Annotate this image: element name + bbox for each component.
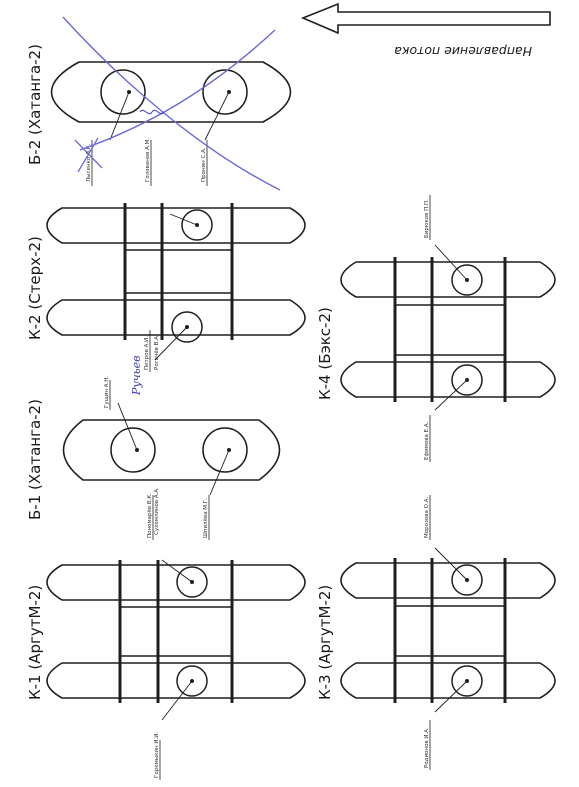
boat-b1-signature: Ручьев [130,355,143,396]
boat-b2-seat-1 [100,69,146,115]
boat-b1-crew-2: Пономарёв В.К. [147,493,153,538]
boat-k2-seat-2 [171,311,203,343]
boat-k1-label: К-1 (АргутМ-2) [26,585,44,700]
boat-k1-seat-2 [176,665,208,697]
boat-b1: Б-1 (Хатанга-2) Гущин А.Н. Пономарёв В.К… [26,355,281,540]
boat-k4-label: К-4 (Бэкс-2) [316,307,334,400]
boat-k3: К-3 (АргутМ-2) Морозова О.А. Родионов И.… [316,495,556,770]
boat-b1-crew-1: Гущин А.Н. [104,376,110,408]
boat-b2: Б-2 (Хатанга-2) Лысенко Л.К. Голованов А… [26,16,292,191]
boat-k2-crew-2: Рогачёв В.А. [154,334,160,370]
boat-k4-hull-bottom [340,361,556,398]
flow-direction-label: Направление потока [394,44,532,59]
boat-b2-seat-2 [202,69,248,115]
boat-k2-hull-bottom [46,299,306,336]
boat-k3-crew-2: Родионов И.А. [424,727,430,768]
boat-b2-cross-mark-3 [74,137,103,173]
boat-k4: К-4 (Бэкс-2) Бирюков П.П. Ефимова Е.А. [316,195,556,462]
boat-k1: К-1 (АргутМ-2) Сухомлинов А.А. Горемыкин… [26,487,306,780]
boat-k4-hull-top [340,261,556,298]
boat-k4-crew-1: Бирюков П.П. [424,199,430,238]
boat-b2-crew-2: Голованов А.М. [145,138,151,182]
boat-k1-hull-bottom [46,662,306,699]
boat-k1-crew-2: Горемыкин И.И. [154,732,160,778]
boat-b2-signature [139,109,165,115]
boat-k3-hull-bottom [340,662,556,699]
boat-b1-hull [62,419,281,481]
boat-b1-seat-2 [202,427,248,473]
boat-b2-label: Б-2 (Хатанга-2) [26,44,44,165]
boat-k3-seat-1 [451,564,483,596]
boat-b1-seat-1 [110,427,156,473]
boat-k1-crew-1: Сухомлинов А.А. [154,487,160,535]
boat-k2-seat-1 [181,209,213,241]
boat-b2-cross-mark-1 [62,16,281,191]
boat-k2: К-2 (Стерх-2) Петров А.И. Рогачёв В.А. [26,203,306,372]
boat-b2-crew-1: Лысенко Л.К. [86,143,92,182]
boat-k4-crew-2: Ефимова Е.А. [424,421,430,460]
boat-k3-seat-2 [451,665,483,697]
flow-arrow-icon [300,2,551,35]
boat-k3-crew-1: Морозова О.А. [424,497,430,538]
boat-k2-crew-1: Петров А.И. [144,336,150,370]
boat-k3-label: К-3 (АргутМ-2) [316,585,334,700]
boat-k3-hull-top [340,562,556,599]
boat-k1-hull-top [46,564,306,601]
boat-b2-crew-3: Пронин С.А. [201,147,207,182]
boat-k4-seat-2 [451,364,483,396]
boat-b2-hull [50,61,292,123]
boat-b2-cross-mark-2 [79,29,276,151]
flow-direction: Направление потока [300,2,551,59]
boat-k2-hull-top [46,207,306,244]
boat-b1-crew-3: Шпилёва М.Г. [203,498,209,538]
boat-k4-seat-1 [451,264,483,296]
boat-k2-label: К-2 (Стерх-2) [26,236,44,340]
boat-k1-seat-1 [176,566,208,598]
boat-b1-label: Б-1 (Хатанга-2) [26,399,44,520]
